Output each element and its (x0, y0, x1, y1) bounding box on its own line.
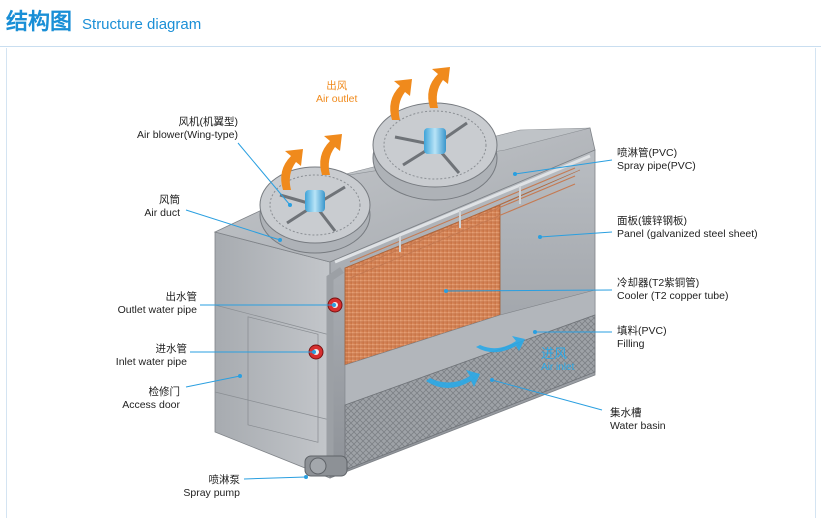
label-filling: 填料(PVC)Filling (617, 325, 667, 350)
label-cooler: 冷却器(T2紫铜管)Cooler (T2 copper tube) (617, 277, 729, 302)
page-title-en: Structure diagram (82, 16, 202, 33)
outlet-water-pipe (326, 267, 344, 460)
label-spray-pipe: 喷淋管(PVC)Spray pipe(PVC) (617, 147, 696, 172)
spray-pump (304, 455, 348, 477)
label-panel: 面板(镀锌钢板)Panel (galvanized steel sheet) (617, 215, 758, 240)
leader-lines (185, 142, 613, 480)
label-air-blower: 风机(机翼型)Air blower(Wing-type) (137, 116, 238, 141)
page-title-cn: 结构图 (6, 10, 73, 35)
page-header: 结构图 Structure diagram (6, 4, 201, 36)
header-divider (0, 46, 821, 47)
air-inlet-flow-icon (426, 370, 480, 388)
diagram-frame (6, 48, 816, 518)
fan-duct-left (259, 166, 371, 254)
air-outlet-arrows (281, 67, 450, 190)
access-door-panel (247, 316, 319, 443)
fan-duct-right (372, 102, 498, 201)
spray-pipe (334, 154, 591, 264)
